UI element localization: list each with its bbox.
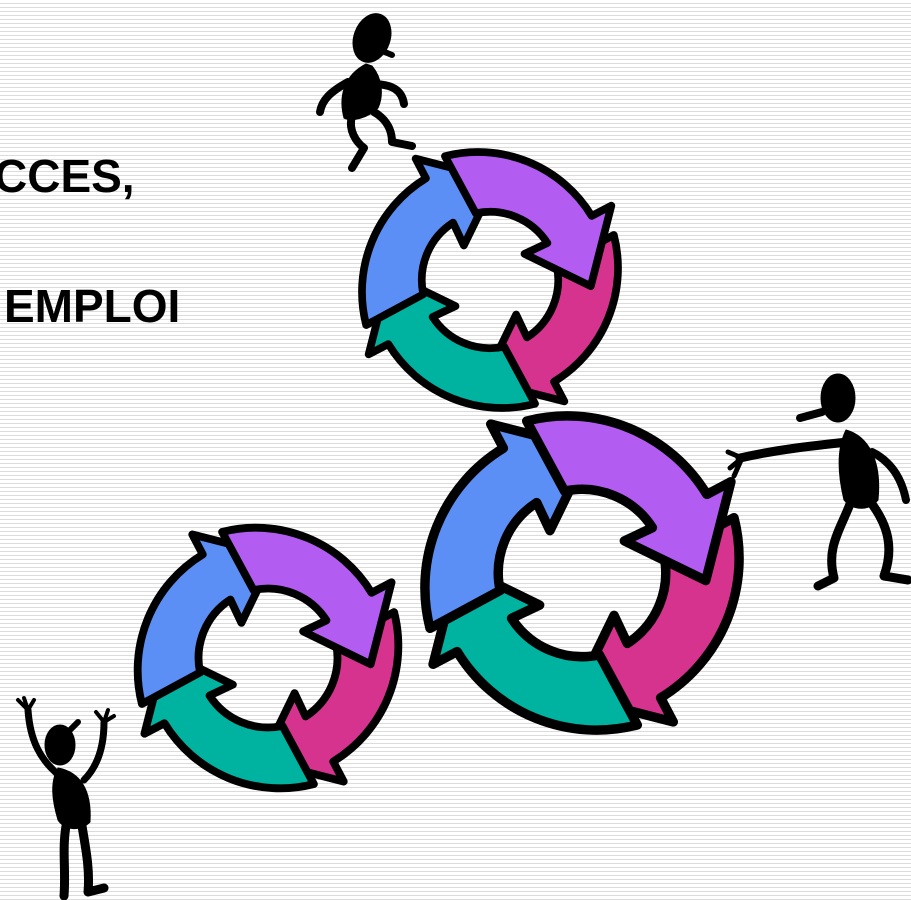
slide-text-line-2: EMPLOI	[4, 280, 181, 332]
crouching-figure-icon	[316, 13, 416, 172]
slide-text-line-1: CCES,	[0, 150, 135, 202]
pointing-figure-icon	[725, 373, 911, 591]
cheering-figure-icon	[16, 696, 116, 900]
cycle-left	[93, 483, 442, 832]
cycle-top	[318, 108, 661, 451]
cycle-right	[371, 362, 792, 783]
